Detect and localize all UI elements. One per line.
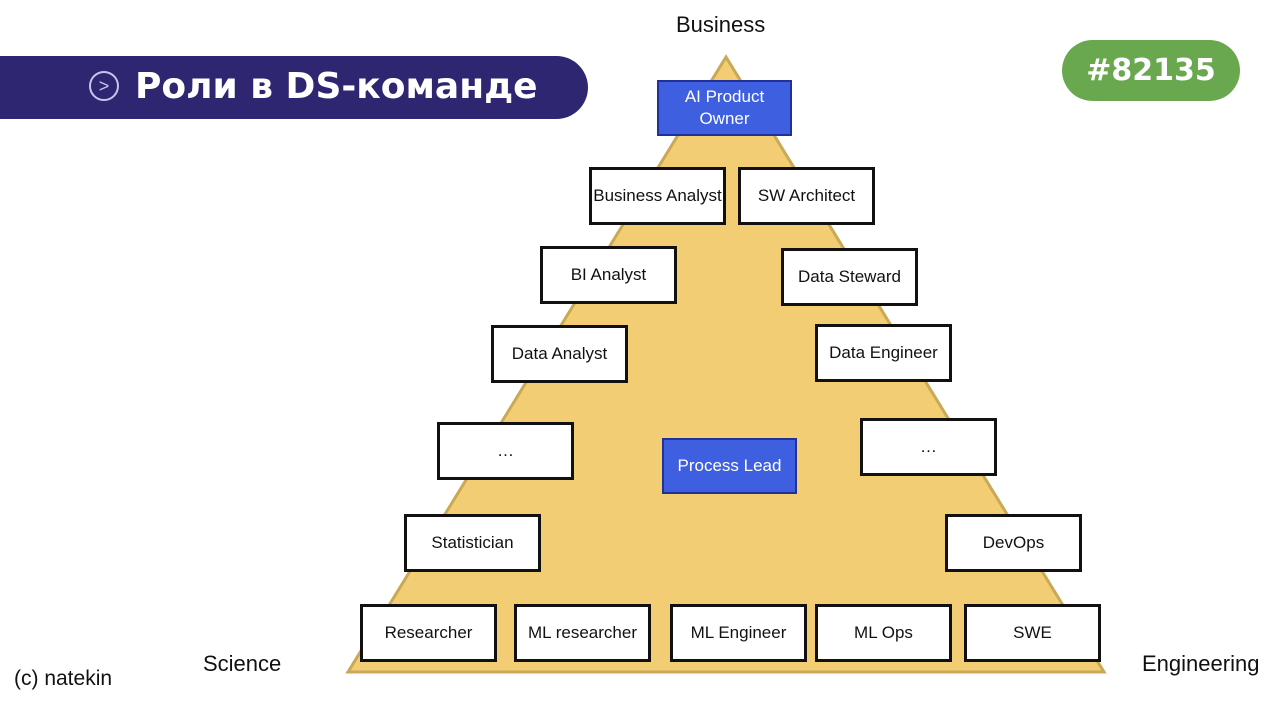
role-ai-product-owner: AI Product Owner	[657, 80, 792, 136]
role-business-analyst: Business Analyst	[589, 167, 726, 225]
role-sw-architect: SW Architect	[738, 167, 875, 225]
role-statistician: Statistician	[404, 514, 541, 572]
axis-label-science: Science	[203, 651, 282, 676]
slide-title: Роли в DS-команде	[135, 66, 538, 107]
role-ellipsis-left: …	[437, 422, 574, 480]
axis-label-business: Business	[676, 12, 766, 37]
role-bi-analyst: BI Analyst	[540, 246, 677, 304]
role-data-analyst: Data Analyst	[491, 325, 628, 383]
role-process-lead: Process Lead	[662, 438, 797, 494]
pyramid-triangle	[345, 54, 1107, 674]
role-researcher: Researcher	[360, 604, 497, 662]
id-badge: #82135	[1062, 40, 1240, 101]
role-devops: DevOps	[945, 514, 1082, 572]
role-data-steward: Data Steward	[781, 248, 918, 306]
role-ml-researcher: ML researcher	[514, 604, 651, 662]
role-ml-engineer: ML Engineer	[670, 604, 807, 662]
role-data-engineer: Data Engineer	[815, 324, 952, 382]
role-ml-ops: ML Ops	[815, 604, 952, 662]
axis-label-engineering: Engineering	[1142, 651, 1260, 676]
title-banner: > Роли в DS-команде	[0, 56, 588, 119]
chevron-right-circle-icon: >	[89, 71, 119, 101]
credit: (c) natekin	[14, 667, 113, 690]
role-swe: SWE	[964, 604, 1101, 662]
role-ellipsis-right: …	[860, 418, 997, 476]
